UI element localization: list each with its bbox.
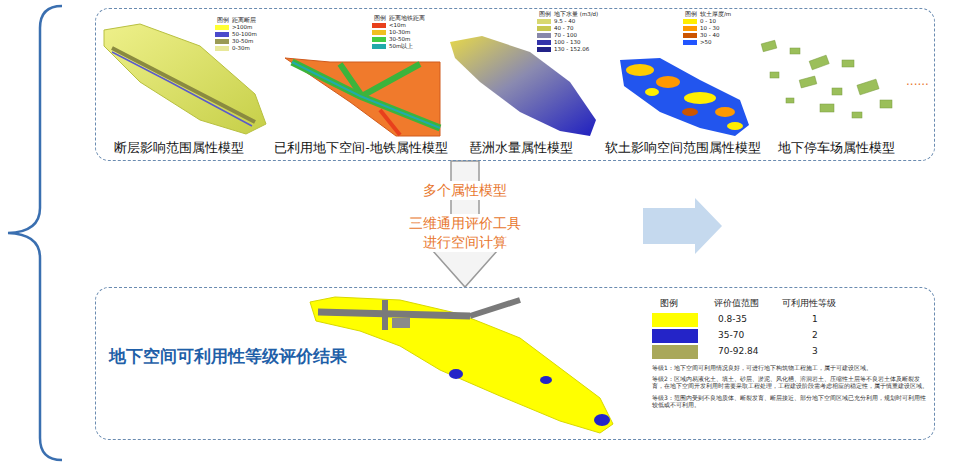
legend-text: 130 - 152.06 [554, 46, 589, 53]
legend-swatch [683, 19, 697, 24]
process-note: 三维通用评价工具 进行空间计算 [403, 214, 527, 252]
legend-text: >50 [700, 39, 712, 46]
legend-swatch [652, 345, 698, 359]
legend-text: <10m [389, 22, 406, 29]
legend-text: 30-50m [389, 36, 410, 43]
legend-text: 40 - 70 [554, 25, 573, 32]
legend-header: 图例 [685, 11, 697, 18]
legend-header: 距离断层 [232, 17, 256, 24]
fault-model [104, 24, 266, 134]
legend-swatch [683, 26, 697, 31]
panel-box: 地下空间可利用性等级评价结果 [95, 287, 935, 440]
legend-swatch [215, 25, 229, 30]
legend-swatch [372, 30, 386, 35]
legend-header: 图例 [660, 298, 678, 309]
brace [8, 6, 62, 460]
legend-swatch [215, 32, 229, 37]
legend-swatch [537, 33, 551, 38]
edge-label: 多个属性模型 [420, 181, 510, 200]
legend-swatch [537, 40, 551, 45]
legend-text: 10-30m [389, 29, 410, 36]
legend-swatch [537, 47, 551, 52]
grade-note: 等级1：地下空间可利用情况良好，可进行地下构筑物工程施工，属于可建设区域。 [652, 364, 930, 371]
legend-header: 评价值范围 [714, 298, 759, 309]
soft-soil-model [620, 58, 749, 136]
legend-header: 图例 [374, 15, 386, 22]
legend-text: 50-100m [232, 31, 257, 38]
legend-header: 图例 [539, 11, 551, 18]
legend-text: 0-30m [232, 45, 250, 52]
legend-text: 0 - 10 [700, 18, 716, 25]
grade-number: 3 [812, 346, 818, 357]
grade-note: 等级2：区域内易液化土、填土、砂层、淤泥、风化槽、溶洞岩土、压缩性土层等不良岩土… [652, 375, 930, 389]
legend-swatch [683, 40, 697, 45]
panel-title: 地下空间可利用性等级评价结果 [109, 346, 347, 366]
legend-swatch [215, 46, 229, 51]
legend-swatch [652, 329, 698, 343]
legend-swatch [215, 39, 229, 44]
legend-swatch [683, 33, 697, 38]
legend-text: 50m以上 [389, 43, 413, 50]
legend-text: 9.5 - 40 [554, 18, 575, 25]
grade-note: 等级3：范围内受到不良地质体、断裂发育、断层接近、部分地下空间区域已充分利用，规… [652, 394, 930, 408]
legend-swatch [537, 19, 551, 24]
legend-swatch [372, 37, 386, 42]
model-caption: 软土影响空间范围属性模型 [605, 141, 761, 156]
legend-header: 软土厚度/m [700, 11, 731, 18]
legend-text: 30-50m [232, 38, 253, 45]
legend-swatch [372, 44, 386, 49]
flow-arrow [643, 198, 722, 254]
legend-swatch [372, 23, 386, 28]
grade-number: 2 [812, 330, 818, 341]
panel-box: 断层影响范围属性模型 已利用地下空间-地铁属性模型 琶洲水量属性模型 软土影响空间范围… [95, 8, 935, 161]
legend-swatch [652, 313, 698, 327]
model-caption: 琶洲水量属性模型 [469, 141, 573, 156]
legend-header: 距离地铁距离 [389, 15, 425, 22]
legend-header: 地下水量 (m3/d) [554, 11, 598, 18]
legend-text: 70-92.84 [718, 346, 758, 357]
legend-text: 35-70 [718, 330, 744, 341]
legend-swatch [537, 26, 551, 31]
legend-header: 可利用性等级 [782, 298, 836, 309]
model-caption: 已利用地下空间-地铁属性模型 [274, 141, 447, 156]
model-caption: 断层影响范围属性模型 [114, 141, 244, 156]
water-model [450, 36, 596, 136]
subway-model [285, 58, 440, 136]
legend-text: 100 - 130 [554, 39, 580, 46]
legend-text: 0.8-35 [718, 314, 747, 325]
legend-text: 70 - 100 [554, 32, 577, 39]
model-caption: 地下停车场属性模型 [778, 141, 895, 156]
legend-text: 10 - 30 [700, 25, 719, 32]
ellipsis: ...... [906, 74, 929, 88]
legend-text: 30 - 40 [700, 32, 719, 39]
result-model [310, 297, 613, 433]
grade-number: 1 [812, 314, 818, 325]
legend-header: 图例 [217, 17, 229, 24]
parking-model [761, 40, 892, 118]
legend-text: >100m [232, 24, 252, 31]
